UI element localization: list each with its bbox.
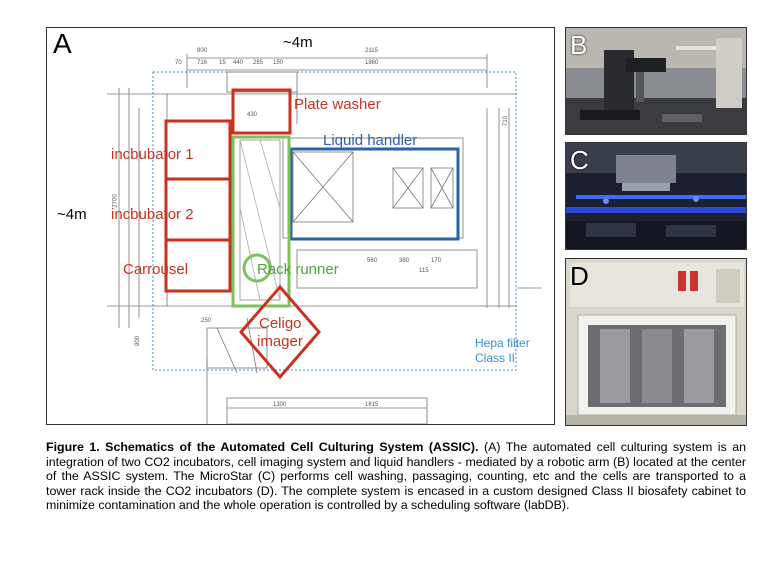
schematic-panel-a: A ~4m ~4m 800 2115 70 716 15 440 285 150…: [46, 27, 555, 425]
dim-710: 710: [503, 115, 510, 127]
dim-800: 800: [197, 48, 208, 54]
photo-b-image: [566, 28, 746, 134]
caption-title: Figure 1. Schematics of the Automated Ce…: [46, 440, 479, 454]
dim-2115: 2115: [365, 48, 378, 54]
dim-170: 170: [431, 258, 442, 264]
robot-arm-circle: [242, 253, 272, 283]
photo-microstar: C: [565, 142, 747, 250]
carrousel-label: Carrousel: [123, 261, 189, 278]
rack-runner-box: [231, 135, 291, 308]
panel-letter-b: B: [570, 30, 588, 60]
panel-letter-d: D: [570, 261, 589, 291]
dim-70: 70: [175, 60, 182, 66]
rack-runner-label: Rack runner: [257, 261, 339, 278]
schematic-drawing: [107, 54, 542, 424]
photo-c-image: [566, 143, 746, 249]
dim-115: 115: [419, 268, 429, 274]
panel-letter-c: C: [570, 145, 589, 175]
celigo-label-line1: Celigo: [259, 315, 302, 332]
dim-150: 150: [273, 60, 284, 66]
photo-co2-incubator: D: [565, 258, 747, 426]
caption-body: (A) The automated cell culturing system …: [46, 440, 746, 513]
dimension-top-label: ~4m: [283, 34, 313, 51]
hepa-enclosure-outline: [152, 71, 517, 371]
photo-robotic-arm: B: [565, 27, 747, 135]
dim-285: 285: [253, 60, 264, 66]
hepa-label-line1: Hepa filter: [475, 336, 530, 350]
dim-1300: 1300: [273, 402, 287, 408]
panel-letter-a: A: [53, 28, 72, 59]
dim-900: 900: [135, 335, 142, 347]
dim-440: 440: [233, 60, 244, 66]
dim-1860: 1860: [365, 60, 379, 66]
hepa-label-line2: Class II: [475, 351, 516, 365]
liquid-handler-box: [289, 147, 460, 241]
incubator1-label: incbubator 1: [111, 146, 194, 163]
dim-560: 560: [367, 258, 378, 264]
carrousel-box: [164, 238, 232, 293]
plate-washer-box: [231, 88, 292, 135]
photo-d-image: [566, 259, 746, 425]
plate-washer-label: Plate washer: [294, 96, 381, 113]
celigo-label-line2: imager: [257, 333, 303, 350]
dim-716: 716: [197, 60, 208, 66]
hepa-filter-label: Hepa filter Class II: [475, 336, 530, 366]
dimension-left-label: ~4m: [57, 206, 87, 223]
celigo-imager-diamond: [239, 284, 321, 380]
figure-caption: Figure 1. Schematics of the Automated Ce…: [46, 440, 746, 513]
liquid-handler-label: Liquid handler: [323, 132, 418, 149]
dim-430: 430: [247, 112, 258, 118]
dim-1615: 1615: [365, 402, 379, 408]
incubator2-label: incbubator 2: [111, 206, 194, 223]
dim-250: 250: [201, 318, 212, 324]
dim-380: 380: [399, 258, 410, 264]
dim-15: 15: [219, 60, 226, 66]
